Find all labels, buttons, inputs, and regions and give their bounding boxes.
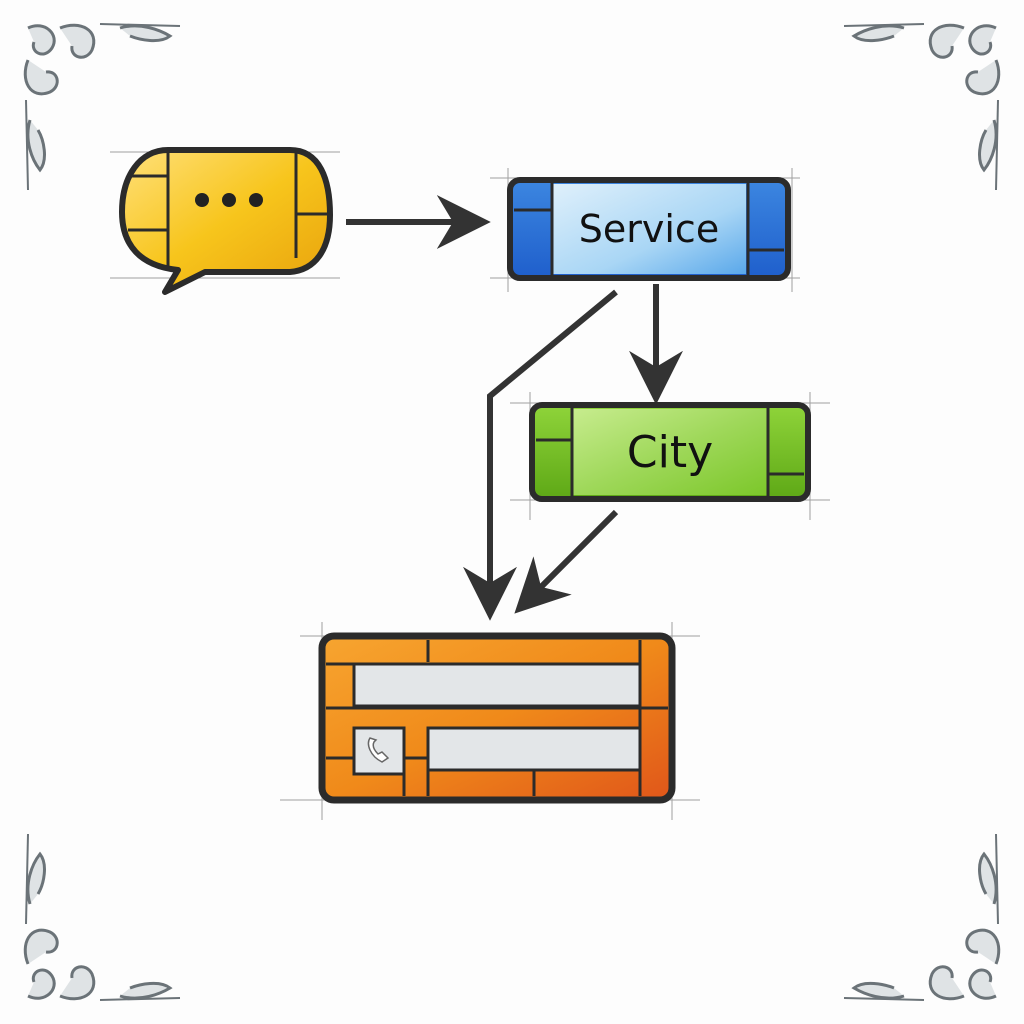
corner-flourish-top-left: [23, 23, 181, 191]
form-node: [318, 632, 676, 804]
service-label: Service: [578, 207, 720, 251]
chat-node: [119, 147, 333, 295]
city-label: City: [626, 426, 714, 478]
ellipsis-icon: [195, 193, 263, 207]
city-node: [529, 402, 811, 502]
phone-icon: [352, 726, 406, 776]
form-field-1: [352, 662, 642, 708]
edge-service-to-form: [463, 289, 618, 621]
corner-flourish-bottom-left: [23, 833, 181, 1001]
edge-city-to-form: [514, 509, 619, 614]
service-node: [507, 177, 791, 281]
corner-flourish-bottom-right: [843, 833, 1001, 1001]
form-field-2: [426, 726, 642, 772]
corner-flourish-top-right: [843, 23, 1001, 191]
